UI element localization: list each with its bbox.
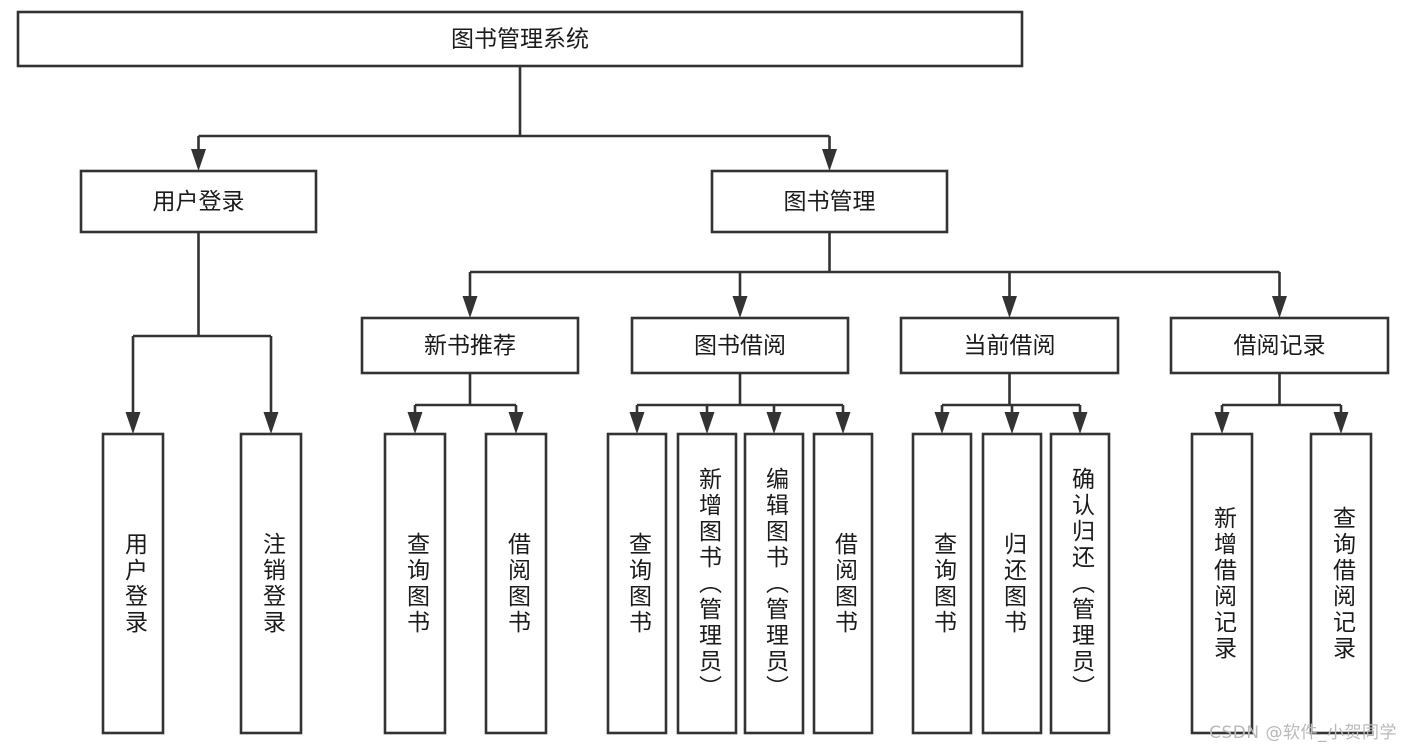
connectors-layer [125, 66, 1349, 434]
arrow-head-icon [1214, 412, 1230, 434]
node-box-leaf-return-book[interactable] [981, 432, 1043, 735]
node-box-root[interactable] [16, 10, 1024, 68]
node-label-user-login: 用户登录 [153, 189, 245, 215]
connector-bookmanage-to-level3 [462, 232, 1287, 318]
node-box-leaf-borrow-book-1[interactable] [484, 432, 548, 735]
arrow-head-icon [934, 412, 950, 434]
connector-currentborrow-to-leaves [934, 373, 1088, 434]
node-label-current-borrow: 当前借阅 [964, 333, 1056, 359]
arrow-head-icon [699, 412, 715, 434]
node-box-leaf-query-book-1[interactable] [383, 432, 447, 735]
arrow-head-icon [766, 412, 782, 434]
boxes-layer [16, 10, 1390, 735]
arrow-head-icon [822, 149, 837, 171]
connector-userlogin-to-leaves [125, 232, 279, 434]
arrow-head-icon [263, 412, 279, 434]
arrow-head-icon [508, 412, 524, 434]
node-label-new-book-recommend: 新书推荐 [424, 333, 516, 359]
node-box-borrow-record[interactable] [1169, 316, 1390, 375]
arrow-head-icon [732, 296, 748, 318]
arrow-head-icon [462, 296, 478, 318]
arrow-head-icon [1072, 412, 1088, 434]
arrow-head-icon [125, 412, 141, 434]
connector-borrowrecord-to-leaves [1214, 373, 1349, 434]
arrow-head-icon [629, 412, 645, 434]
arrow-head-icon [835, 412, 851, 434]
node-box-leaf-query-book-3[interactable] [911, 432, 973, 735]
node-label-borrow-record: 借阅记录 [1234, 333, 1326, 359]
node-box-leaf-borrow-book-2[interactable] [812, 432, 874, 735]
arrow-head-icon [1002, 296, 1017, 318]
node-box-new-book-recommend[interactable] [360, 316, 580, 375]
node-label-root: 图书管理系统 [451, 27, 589, 53]
node-box-current-borrow[interactable] [899, 316, 1120, 375]
node-box-leaf-user-login[interactable] [101, 432, 165, 735]
watermark-text: CSDN @软件_小贺同学 [1209, 723, 1397, 743]
node-box-book-borrow[interactable] [630, 316, 850, 375]
arrow-head-icon [191, 149, 206, 171]
arrow-head-icon [1333, 412, 1349, 434]
node-box-leaf-query-book-2[interactable] [606, 432, 668, 735]
connector-bookborrow-to-leaves [629, 373, 851, 434]
connector-root-to-level2 [191, 66, 837, 171]
node-box-leaf-user-logout[interactable] [239, 432, 303, 735]
node-box-leaf-edit-book[interactable] [743, 432, 805, 735]
arrow-head-icon [407, 412, 423, 434]
node-box-leaf-add-book[interactable] [676, 432, 738, 735]
node-label-book-manage: 图书管理 [784, 189, 876, 215]
node-label-book-borrow: 图书借阅 [694, 333, 786, 359]
node-box-user-login[interactable] [79, 169, 318, 234]
node-box-book-manage[interactable] [710, 169, 949, 234]
arrow-head-icon [1272, 296, 1287, 318]
node-box-leaf-add-borrow-record[interactable] [1190, 432, 1254, 735]
connector-newbook-to-leaves [407, 373, 524, 434]
node-box-leaf-confirm-return[interactable] [1049, 432, 1111, 735]
node-box-leaf-query-borrow-record[interactable] [1309, 432, 1373, 735]
arrow-head-icon [1004, 412, 1020, 434]
